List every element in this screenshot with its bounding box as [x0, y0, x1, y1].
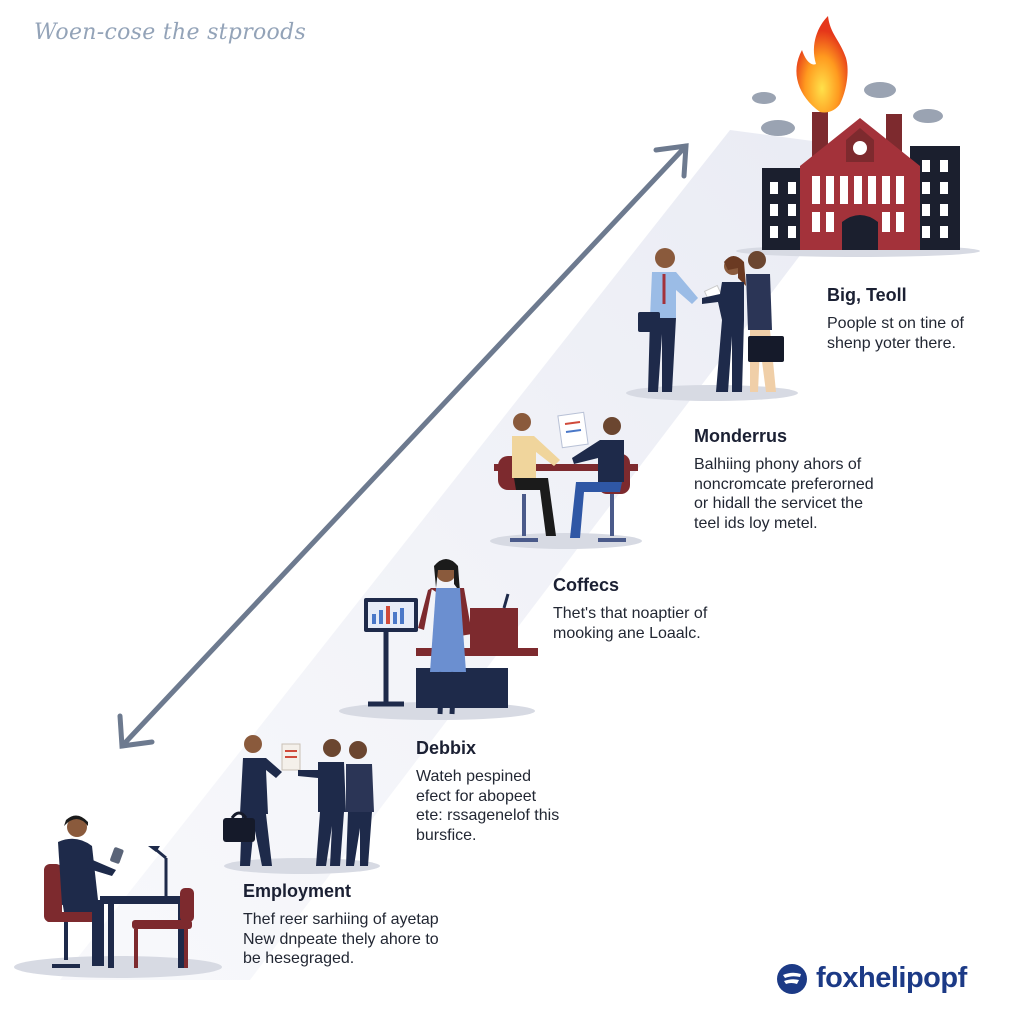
growth-arrow	[117, 143, 689, 749]
negotiation-scene	[494, 411, 638, 542]
factory-scene	[752, 16, 960, 250]
brand-name: foxhelipopf	[816, 962, 967, 994]
step-title: Debbix	[416, 738, 477, 758]
step-big-teoll: Big, Teoll Poople st on tine of shenp yo…	[827, 285, 1017, 353]
presentation-scene	[364, 559, 538, 715]
step-debbix: Debbix Wateh pespined efect for abopeet …	[416, 738, 676, 845]
step-description: Thet's that noaptier of mooking ane Loaa…	[553, 605, 708, 642]
step-description: Poople st on tine of shenp yoter there.	[827, 315, 964, 352]
header-title: Woen-cose the stproods	[34, 20, 307, 45]
step-description: Balhiing phony ahors of noncromcate pref…	[694, 456, 874, 532]
step-employment: Employment Thef reer sarhiing of ayetap …	[243, 881, 503, 969]
step-monderrus: Monderrus Balhiing phony ahors of noncro…	[694, 426, 954, 533]
handshake-scene	[638, 248, 784, 392]
team-meeting-scene	[223, 735, 374, 866]
desk-worker-scene	[44, 815, 194, 968]
step-title: Big, Teoll	[827, 285, 907, 305]
brand-logo: foxhelipopf	[776, 962, 967, 995]
flame-icon	[796, 16, 848, 113]
step-title: Monderrus	[694, 426, 788, 446]
step-description: Thef reer sarhiing of ayetap New dnpeate…	[243, 911, 439, 968]
step-title: Employment	[243, 881, 352, 901]
step-title: Coffecs	[553, 575, 620, 595]
brand-mark-icon	[777, 963, 807, 994]
step-coffecs: Coffecs Thet's that noaptier of mooking …	[553, 575, 813, 643]
step-description: Wateh pespined efect for abopeet ete: rs…	[416, 768, 560, 844]
